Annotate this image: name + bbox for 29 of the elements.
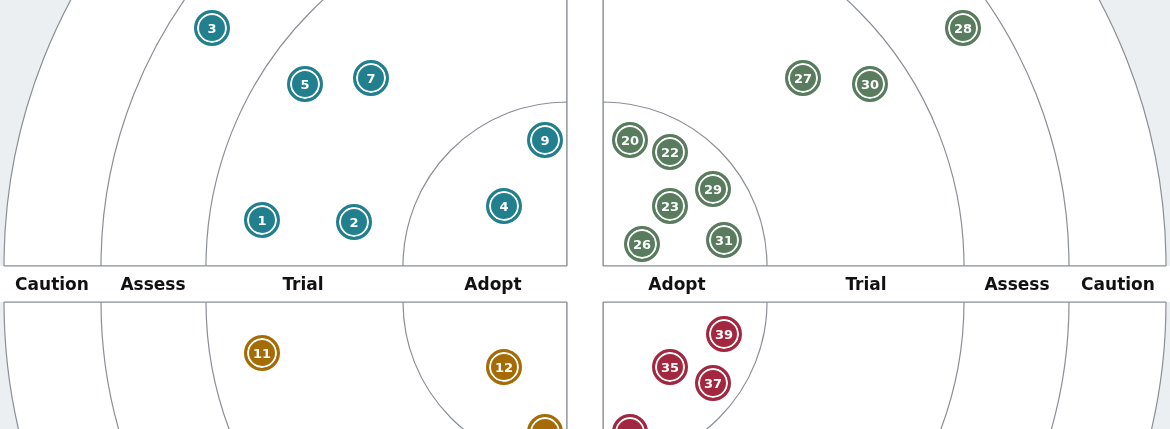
blip-number: 5 [300,77,310,91]
blip-number: 39 [714,327,734,341]
blip-number: 2 [349,215,359,229]
blip-number: 28 [953,21,973,35]
blip-number: 1 [257,213,267,227]
blip-number: 27 [793,71,813,85]
blip-number: 23 [660,199,680,213]
blip-number: 3 [207,21,217,35]
blip-number: 31 [714,233,734,247]
blip-number: 26 [632,237,652,251]
blip-number: 35 [660,360,680,374]
blip-number: 22 [660,145,680,159]
blip-number: 20 [620,133,640,147]
blip-number: 12 [494,360,514,374]
ring-label: Adopt [464,274,522,294]
blip-number: 37 [703,376,723,390]
ring-label: Assess [984,274,1050,294]
ring-label: Caution [1081,274,1155,294]
blip-number: 29 [703,182,723,196]
ring-label: Trial [282,274,324,294]
ring-label: Assess [120,274,186,294]
ring-label: Adopt [648,274,706,294]
ring-label: Caution [15,274,89,294]
blip-number: 11 [252,346,272,360]
ring-label: Trial [845,274,887,294]
blip-number: 4 [499,199,509,213]
blip-number: 30 [860,77,880,91]
blip-number: 7 [366,71,376,85]
blip-number: 9 [540,133,550,147]
